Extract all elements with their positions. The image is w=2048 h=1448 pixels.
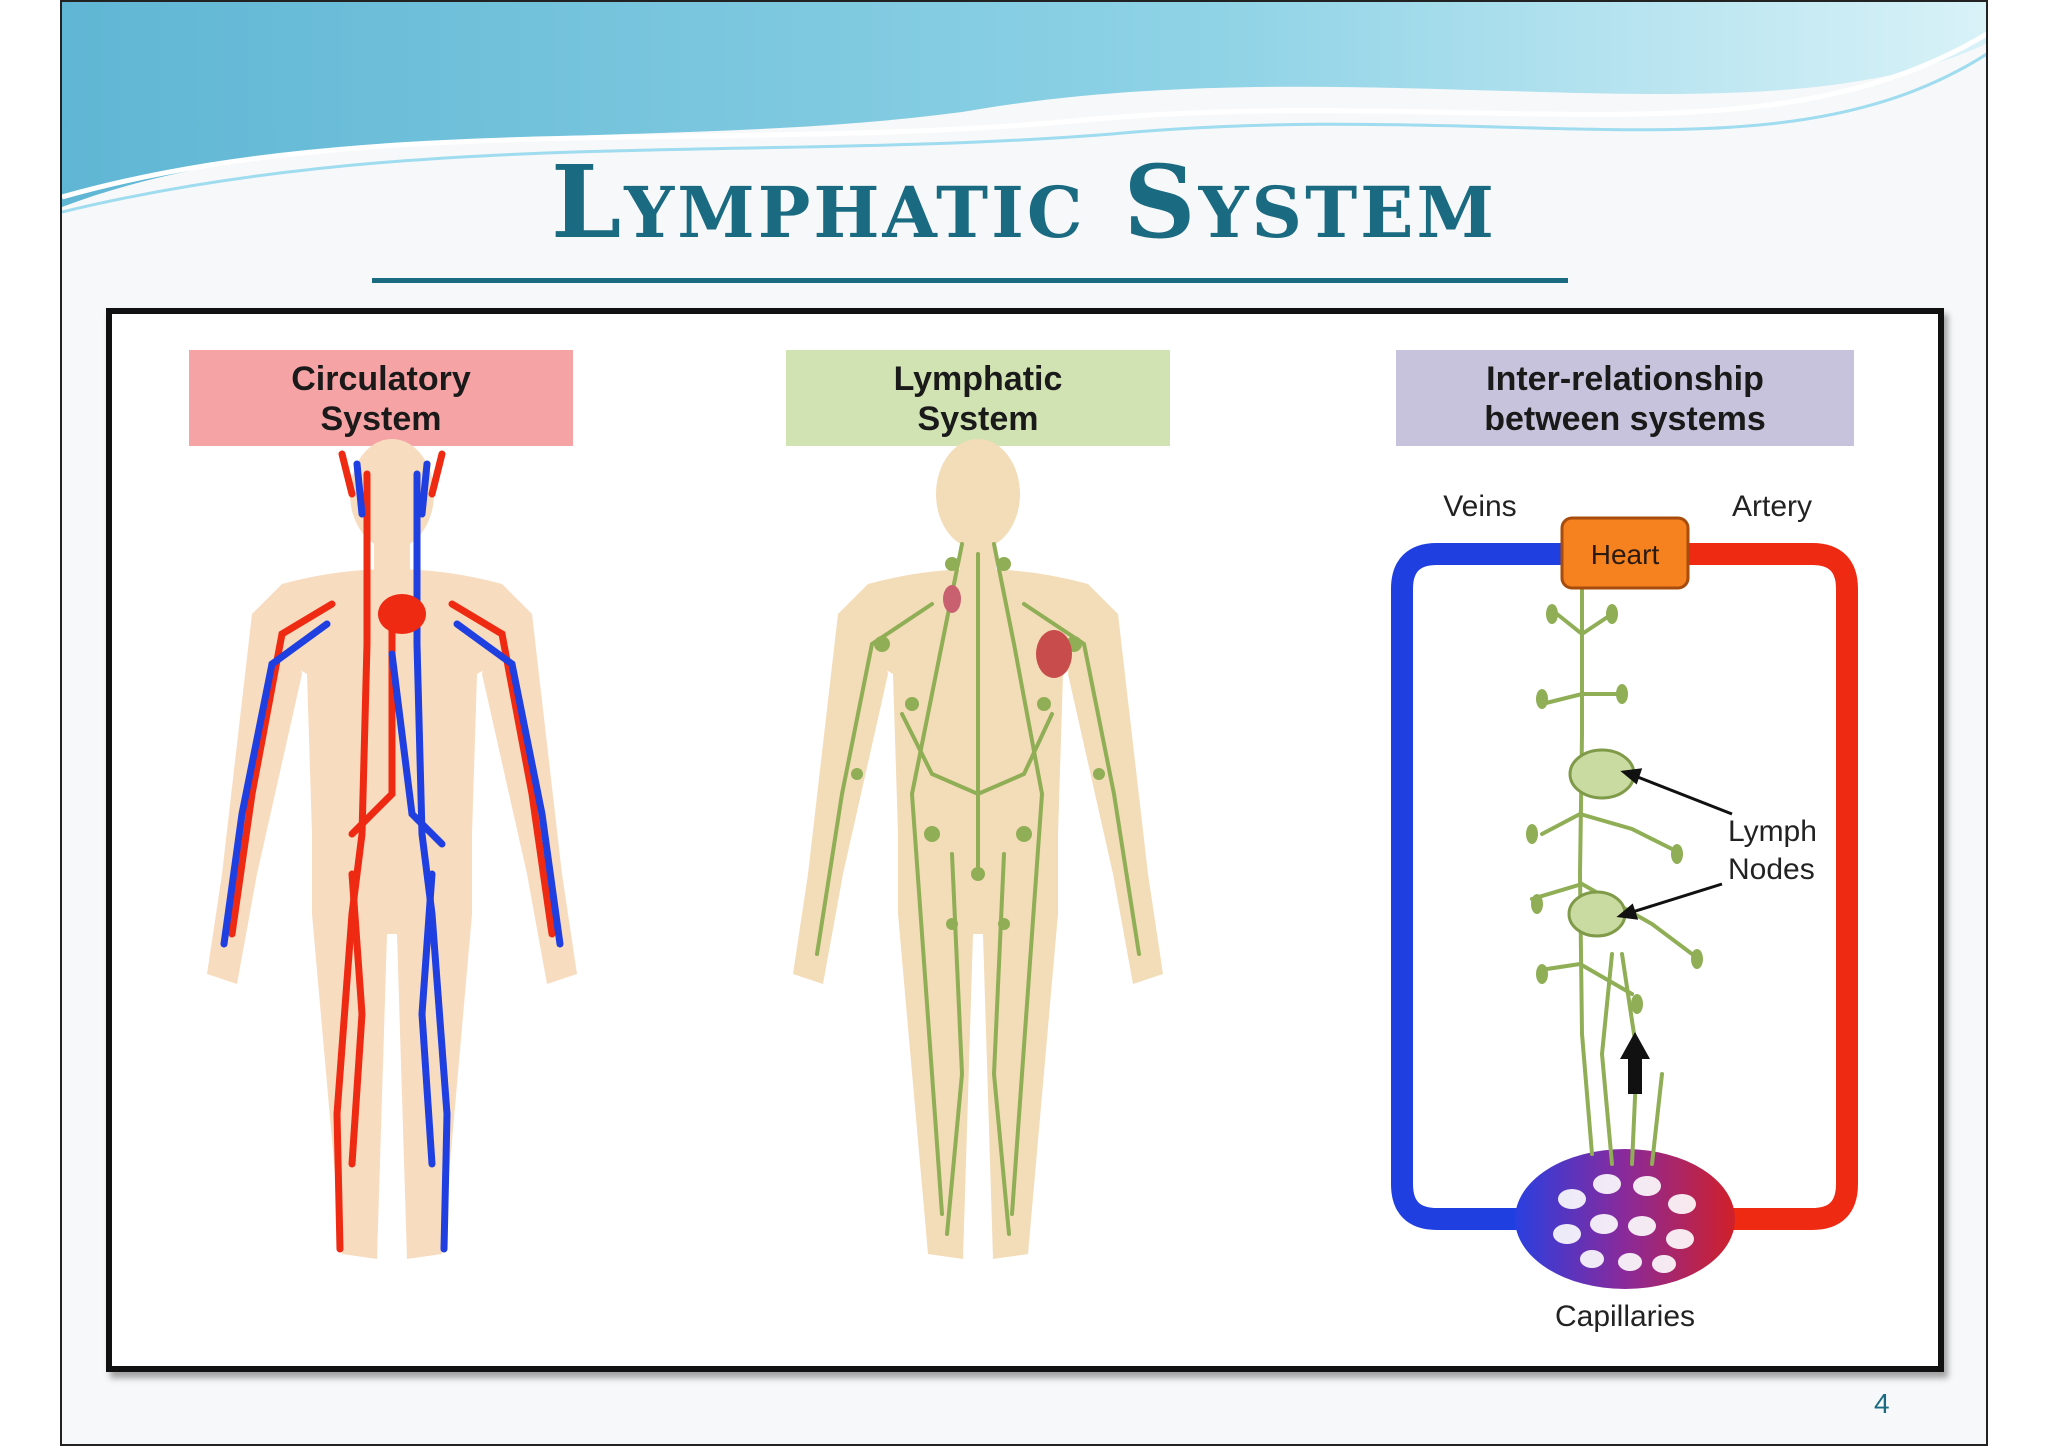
lymph-vessels — [1530, 567, 1694, 1166]
circulatory-label-line1: Circulatory — [291, 360, 471, 398]
heart-label: Heart — [1591, 539, 1660, 570]
lymphatic-label-line2: System — [918, 400, 1039, 438]
lymph-nodes-label-line1: Lymph — [1728, 815, 1817, 848]
artery-vessel — [1668, 543, 1858, 1230]
slide: Lymphatic System Circulatory System — [60, 0, 1988, 1446]
heart-box — [1560, 516, 1690, 590]
interrelation-panel: Inter-relationship between systems — [1391, 350, 1858, 1333]
header-wave-decoration — [62, 2, 1986, 214]
diagram-frame: Circulatory System — [106, 308, 1944, 1372]
circulatory-panel: Circulatory System — [189, 350, 577, 1259]
interrelation-label-box — [1396, 350, 1854, 446]
veins-label: Veins — [1443, 490, 1516, 523]
circulatory-label-line2: System — [321, 400, 442, 438]
lymphatic-body-figure — [793, 439, 1163, 1259]
page-number: 4 — [1874, 1388, 1890, 1419]
interrelation-label-line1: Inter-relationship — [1486, 360, 1764, 398]
lymphatic-label-line1: Lymphatic — [894, 360, 1063, 398]
interrelation-label-line2: between systems — [1484, 400, 1766, 438]
artery-label: Artery — [1732, 490, 1812, 523]
circulatory-label-box — [189, 350, 573, 446]
spleen-organ — [1036, 630, 1072, 678]
title-underline — [372, 278, 1568, 283]
lymph-flow-up-arrow — [1620, 1032, 1650, 1094]
heart-organ — [378, 594, 426, 634]
diagram-canvas: Circulatory System — [189, 350, 1858, 1333]
lymph-node-lower — [1567, 890, 1627, 938]
slide-title: Lymphatic System — [550, 143, 1498, 261]
lymphatic-panel: Lymphatic System — [786, 350, 1170, 1259]
lymph-nodes-label-line2: Nodes — [1728, 853, 1815, 886]
circulatory-body-figure — [207, 439, 577, 1259]
capillary-bed — [1515, 1149, 1735, 1289]
capillaries-label: Capillaries — [1555, 1300, 1695, 1333]
capillary-mesh — [1553, 1174, 1696, 1273]
thymus-organ — [943, 585, 961, 613]
vein-vessel — [1391, 543, 1582, 1230]
lymphatic-label-box — [786, 350, 1170, 446]
